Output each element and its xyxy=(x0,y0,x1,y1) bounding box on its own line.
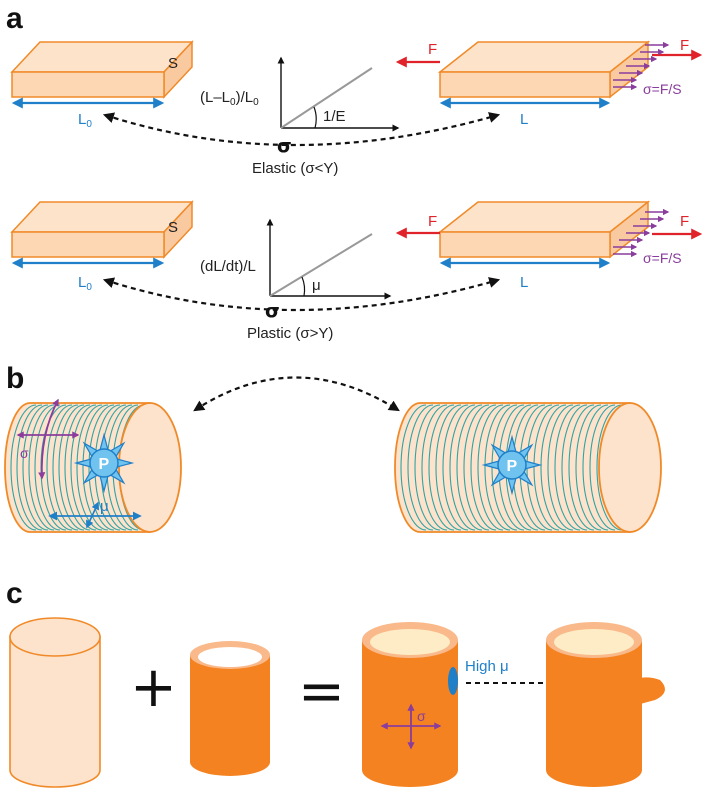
cylinder-ring xyxy=(582,404,609,531)
panel-b-sigma-hoop-arrow xyxy=(38,398,59,480)
plastic-slope-arc xyxy=(301,276,306,297)
cylinder-right-rings xyxy=(400,404,623,531)
pressure-label-right: P xyxy=(507,458,518,475)
cylinder-ring xyxy=(414,404,441,531)
equals-sign: = xyxy=(298,659,345,724)
plastic-slope-label: μ xyxy=(312,277,321,294)
elastic-sigma-label: σ xyxy=(277,135,292,157)
elastic-stress-label: σ=F/S xyxy=(643,81,682,97)
cylinder-ring xyxy=(589,404,616,531)
plus-sign: + xyxy=(130,655,177,720)
elastic-transition-arrow xyxy=(102,112,501,147)
composite-tube xyxy=(362,622,458,787)
cylinder-ring xyxy=(16,404,43,531)
cylinder-ring xyxy=(10,404,37,531)
cylinder-ring xyxy=(88,404,115,531)
high-mu-label: High μ xyxy=(465,658,509,675)
pressure-circle-right xyxy=(497,450,527,480)
panel-label-c: c xyxy=(6,577,23,610)
panel-c-sigma-label: σ xyxy=(417,708,426,724)
budding-tube xyxy=(546,622,665,787)
elastic-area-label: S xyxy=(168,55,178,72)
cylinder-left-end-face xyxy=(118,402,182,533)
cylinder-ring xyxy=(575,404,602,531)
cylinder-ring xyxy=(449,404,476,531)
cylinder-ring xyxy=(400,404,427,531)
elastic-stress-arrows xyxy=(613,41,670,91)
plastic-stress-arrows xyxy=(613,208,670,258)
high-mu-spot xyxy=(448,667,458,695)
cylinder-ring xyxy=(435,404,462,531)
elastic-stretched-slab xyxy=(437,40,651,99)
orange-tube xyxy=(190,641,270,776)
cylinder-ring xyxy=(547,404,574,531)
cylinder-ring xyxy=(533,404,560,531)
plastic-force-right-label: F xyxy=(680,213,689,230)
cylinder-ring xyxy=(428,404,455,531)
plastic-force-left-label: F xyxy=(428,213,437,230)
panel-label-a: a xyxy=(6,2,23,35)
cylinder-ring xyxy=(568,404,595,531)
elastic-slope-label: 1/E xyxy=(323,108,346,125)
plastic-caption: Plastic (σ>Y) xyxy=(247,325,333,342)
cylinder-ring xyxy=(58,404,85,531)
elastic-force-left-label: F xyxy=(428,41,437,58)
plastic-rest-length-label: L0 xyxy=(78,274,92,293)
elastic-slope-arc xyxy=(313,106,317,129)
plastic-graph-line xyxy=(269,233,373,297)
cylinder-ring xyxy=(596,404,623,531)
cylinder-ring xyxy=(561,404,588,531)
pressure-label-left: P xyxy=(99,456,110,473)
cylinder-ring xyxy=(22,404,49,531)
panel-label-b: b xyxy=(6,362,24,395)
plastic-stress-label: σ=F/S xyxy=(643,250,682,266)
elastic-rest-slab xyxy=(10,40,194,99)
plastic-stretched-slab xyxy=(437,200,651,259)
plastic-transition-arrow xyxy=(102,277,501,312)
cylinder-ring xyxy=(484,404,511,531)
elastic-force-right-label: F xyxy=(680,37,689,54)
cylinder-ring xyxy=(442,404,469,531)
pressure-circle-left xyxy=(89,448,119,478)
cylinder-ring xyxy=(554,404,581,531)
panel-b-sigma-label: σ xyxy=(20,445,29,461)
cylinder-right-end-face xyxy=(598,402,662,533)
plastic-area-label: S xyxy=(168,219,178,236)
plastic-rest-slab xyxy=(10,200,194,259)
cylinder-ring xyxy=(407,404,434,531)
plastic-stretched-length-label: L xyxy=(520,274,528,291)
cylinder-ring xyxy=(421,404,448,531)
elastic-y-axis-label: (L–L0)/L0 xyxy=(200,89,259,108)
pale-cylinder xyxy=(9,617,101,788)
plastic-sigma-label: σ xyxy=(265,300,280,322)
cylinder-ring xyxy=(463,404,490,531)
cylinder-ring xyxy=(64,404,91,531)
cylinder-ring xyxy=(477,404,504,531)
cylinder-ring xyxy=(456,404,483,531)
panel-b-transition-arrow xyxy=(193,376,400,412)
elastic-rest-length-label: L0 xyxy=(78,111,92,130)
cylinder-ring xyxy=(540,404,567,531)
plastic-y-axis-label: (dL/dt)/L xyxy=(200,258,256,275)
cylinder-ring xyxy=(70,404,97,531)
elastic-caption: Elastic (σ<Y) xyxy=(252,160,338,177)
cylinder-ring xyxy=(470,404,497,531)
panel-b-mu-diagonal-arrow xyxy=(86,501,99,529)
panel-b-mu-label: μ xyxy=(100,498,109,515)
elastic-stretched-length-label: L xyxy=(520,111,528,128)
